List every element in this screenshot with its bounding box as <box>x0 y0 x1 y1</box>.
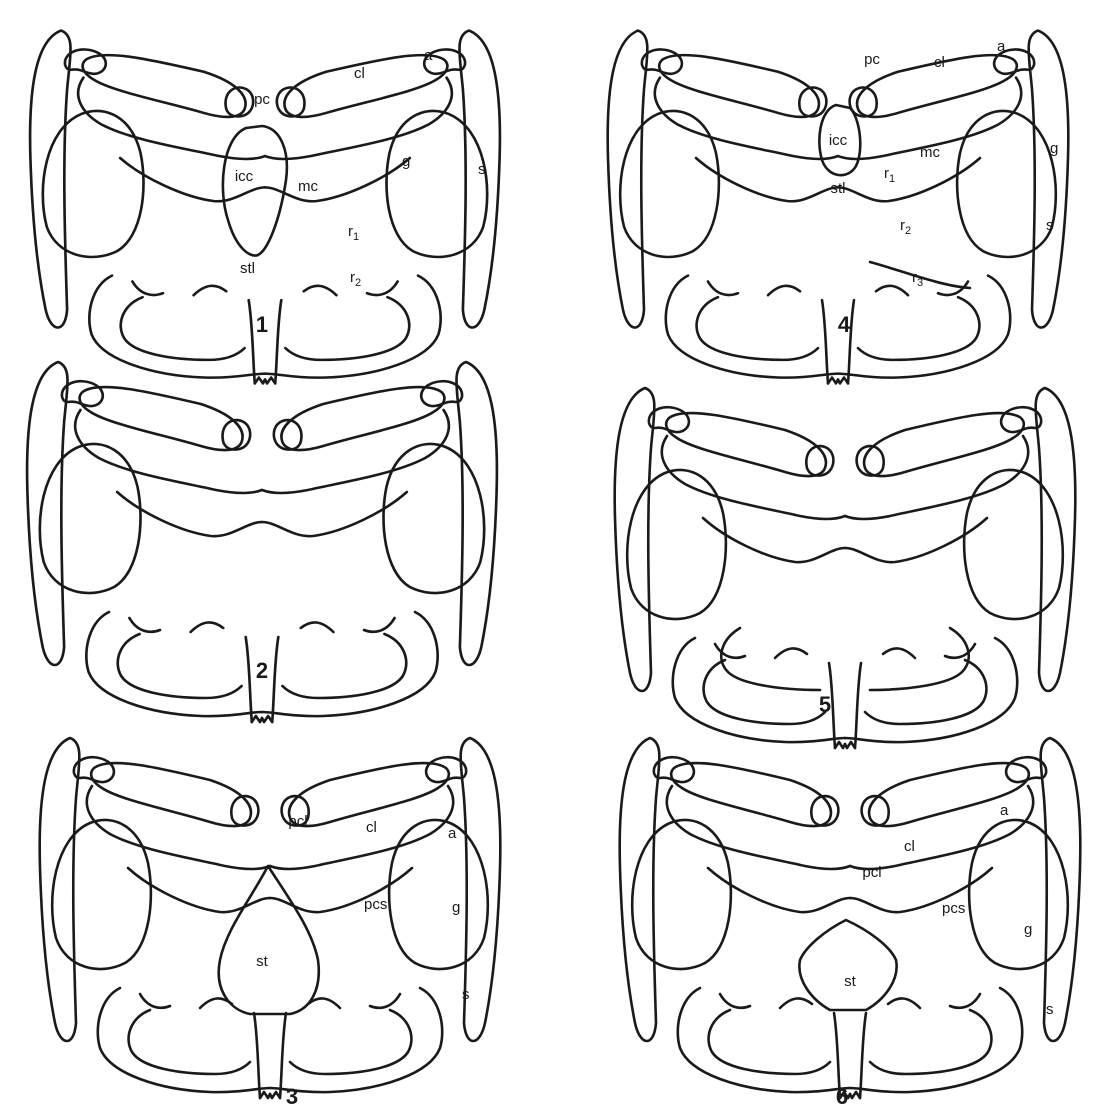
label-icc: icc <box>235 168 254 185</box>
label-pc: pc <box>254 91 270 108</box>
figure-1: pc cl a icc mc g s r1 r2 stl 1 <box>30 31 500 384</box>
figure-6-drawing <box>620 738 1081 1098</box>
label-a: a <box>424 47 433 64</box>
label-stl: stl <box>240 260 255 277</box>
label-cl: cl <box>904 838 915 855</box>
figure-4: pc cl a icc mc g r1 stl r2 s r3 4 <box>608 31 1069 384</box>
label-s: s <box>462 986 470 1003</box>
label-pcl: pcl <box>862 864 881 881</box>
figure-3-number: 3 <box>286 1084 298 1109</box>
label-g: g <box>452 899 460 916</box>
label-r1: r1 <box>348 223 359 243</box>
label-s: s <box>1046 217 1054 234</box>
label-cl: cl <box>354 65 365 82</box>
label-g: g <box>1024 921 1032 938</box>
figure-1-number: 1 <box>256 312 268 337</box>
figure-2-number: 2 <box>256 658 268 683</box>
label-r3: r3 <box>912 269 923 289</box>
label-g: g <box>402 153 410 170</box>
figure-3-sternum <box>219 866 319 1014</box>
label-st: st <box>844 973 857 990</box>
label-g: g <box>1050 140 1058 157</box>
figure-4-number: 4 <box>838 312 851 337</box>
label-a: a <box>448 825 457 842</box>
figure-3: pcl cl a pcs g st s 3 <box>40 738 501 1109</box>
label-icc: icc <box>829 132 848 149</box>
figure-6-number: 6 <box>836 1084 848 1109</box>
label-st: st <box>256 953 269 970</box>
figure-2: 2 <box>27 362 497 722</box>
label-mc: mc <box>920 144 940 161</box>
label-mc: mc <box>298 178 318 195</box>
label-r1: r1 <box>884 165 895 185</box>
label-s: s <box>1046 1001 1054 1018</box>
figure-6-sternum <box>799 920 896 1010</box>
label-a: a <box>1000 802 1009 819</box>
figure-5: 5 <box>615 388 1076 748</box>
label-stl: stl <box>831 180 846 197</box>
label-pcs: pcs <box>942 900 965 917</box>
figure-6: a cl pcl pcs g st s 6 <box>620 738 1081 1109</box>
label-a: a <box>997 38 1006 55</box>
label-cl: cl <box>934 54 945 71</box>
label-pcs: pcs <box>364 896 387 913</box>
label-pc: pc <box>864 51 880 68</box>
label-pcl: pcl <box>288 813 307 830</box>
label-r2: r2 <box>350 269 361 289</box>
label-r2: r2 <box>900 217 911 237</box>
figure-3-drawing <box>40 738 501 1098</box>
label-s: s <box>478 161 486 178</box>
label-cl: cl <box>366 819 377 836</box>
figure-5-number: 5 <box>819 692 831 717</box>
figure-5-drawing <box>615 388 1076 748</box>
